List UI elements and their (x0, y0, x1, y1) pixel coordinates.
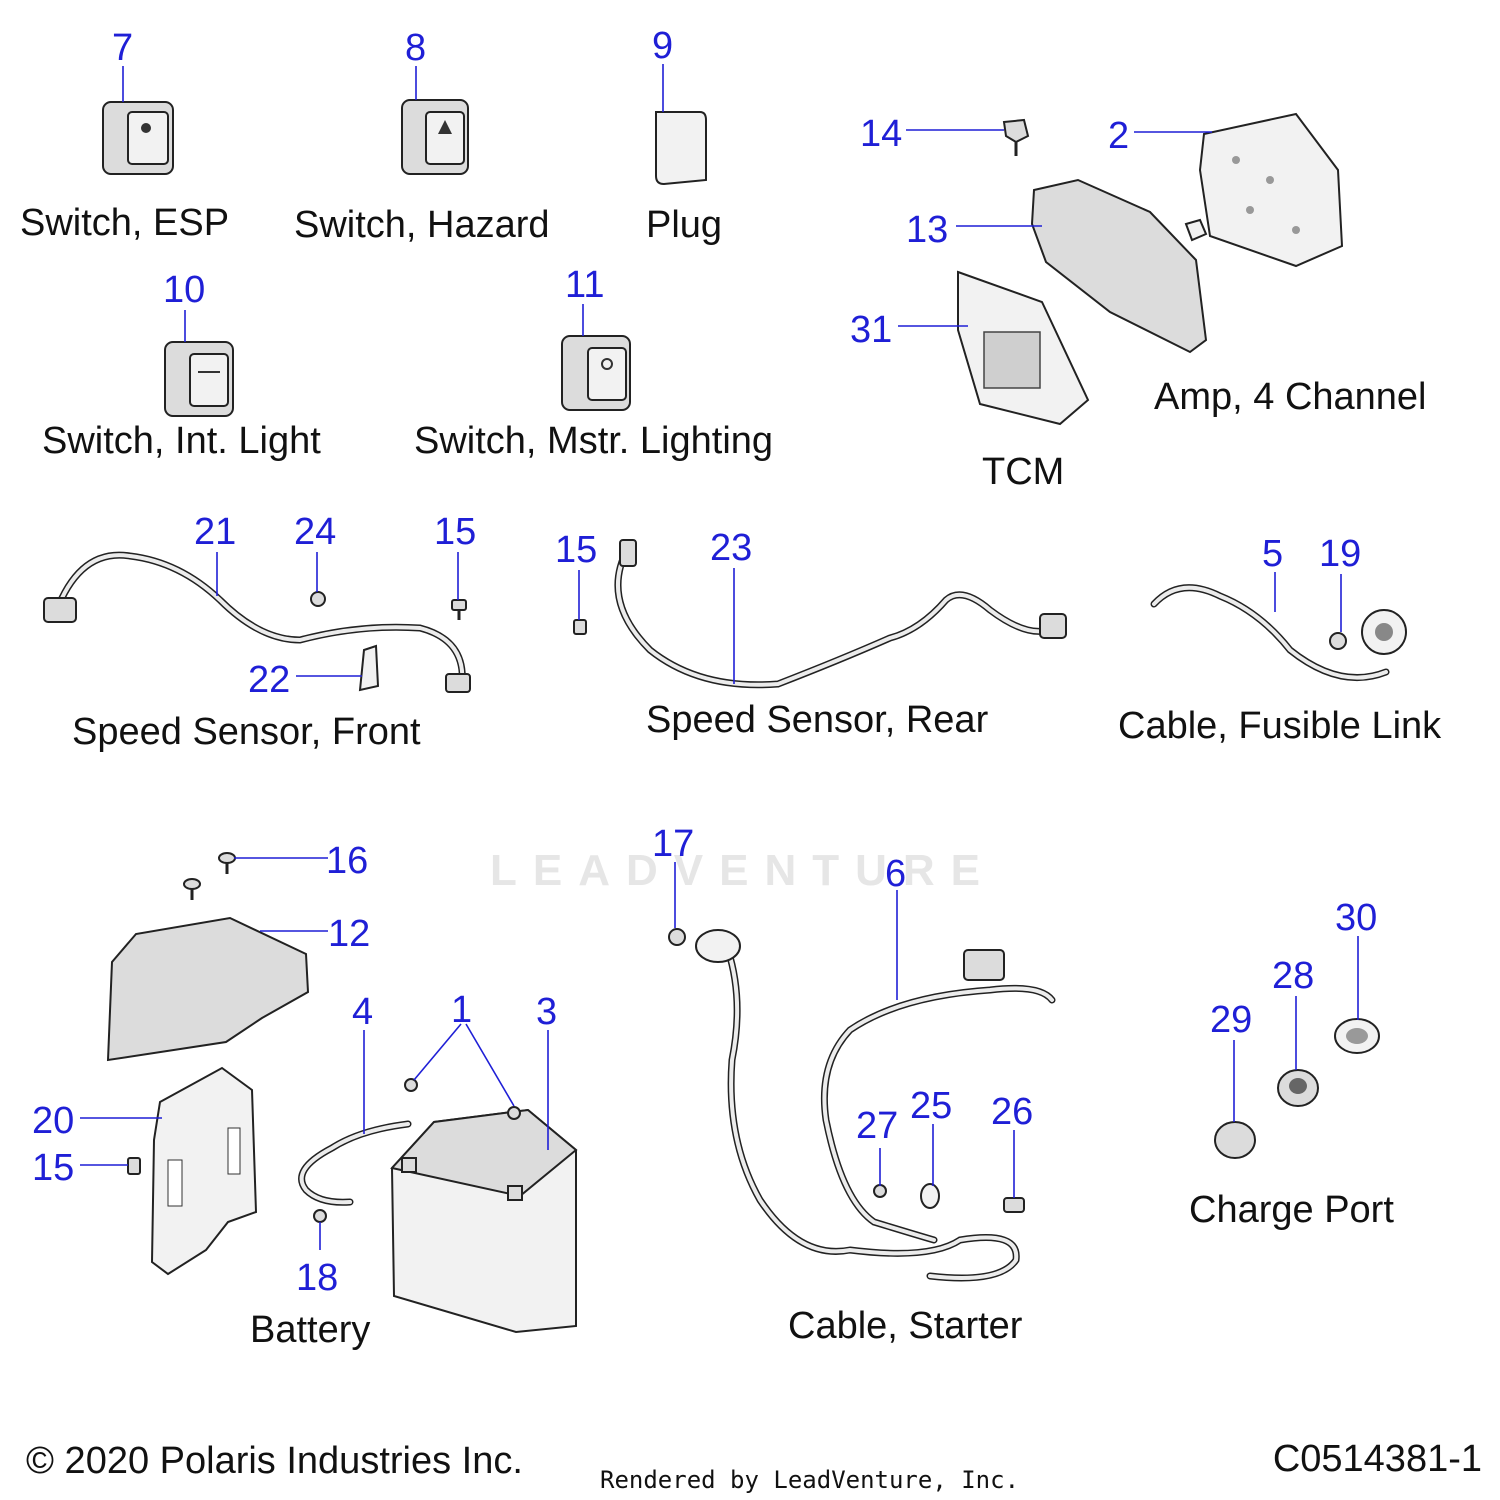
screw-24-part[interactable] (310, 591, 326, 607)
rendered-by-text: Rendered by LeadVenture, Inc. (600, 1466, 1020, 1494)
switch-hazard-part[interactable] (401, 99, 469, 175)
speed-sensor-front-part[interactable] (43, 551, 471, 693)
cable-fusible-link-part[interactable] (1150, 584, 1407, 682)
label-switch-mstr-lighting: Switch, Mstr. Lighting (414, 420, 773, 462)
socket-28-part[interactable] (1277, 1069, 1319, 1107)
copyright-text: © 2020 Polaris Industries Inc. (26, 1440, 523, 1482)
callout-15-battery: 15 (32, 1147, 74, 1189)
speed-sensor-rear-part[interactable] (614, 539, 1067, 689)
callout-18: 18 (296, 1257, 338, 1299)
diagram-code: C0514381-1 (1272, 1438, 1482, 1480)
callout-10: 10 (163, 269, 205, 311)
watermark: LEADVENTURE (490, 846, 997, 895)
bolt-1-part[interactable] (404, 1078, 521, 1120)
cap-29-part[interactable] (1214, 1121, 1256, 1159)
label-speed-sensor-front: Speed Sensor, Front (72, 711, 421, 753)
callout-4: 4 (352, 991, 373, 1033)
switch-mstr-lighting-part[interactable] (561, 335, 631, 411)
label-charge-port: Charge Port (1189, 1189, 1394, 1231)
callout-11: 11 (565, 264, 604, 306)
bolt-15-rear-part[interactable] (573, 619, 587, 635)
label-plug: Plug (646, 204, 722, 246)
callout-3: 3 (536, 991, 557, 1033)
label-cable-starter: Cable, Starter (788, 1305, 1023, 1347)
callout-9: 9 (652, 25, 673, 67)
callout-20: 20 (32, 1100, 74, 1142)
screw-16-part[interactable] (183, 852, 236, 900)
label-battery: Battery (250, 1309, 370, 1351)
battery-cable-4-part[interactable] (298, 1120, 412, 1206)
bolt-15-battery-part[interactable] (127, 1157, 141, 1175)
callout-26: 26 (991, 1091, 1033, 1133)
battery-3-part[interactable] (390, 1108, 578, 1334)
callout-14: 14 (860, 113, 902, 155)
callout-5: 5 (1262, 533, 1283, 575)
bracket-22-part[interactable] (358, 644, 380, 692)
tcm-part[interactable] (957, 270, 1090, 426)
label-cable-fusible-link: Cable, Fusible Link (1118, 705, 1442, 747)
callout-2: 2 (1108, 115, 1129, 157)
bolt-14-part[interactable] (1002, 118, 1030, 156)
callout-6: 6 (885, 853, 906, 895)
callout-16: 16 (326, 840, 368, 882)
bracket-13-part[interactable] (1030, 178, 1208, 354)
clamp-25-part[interactable] (920, 1183, 940, 1209)
callout-17: 17 (652, 823, 694, 865)
callout-25: 25 (910, 1085, 952, 1127)
label-amp-4-channel: Amp, 4 Channel (1154, 376, 1427, 418)
plug-part[interactable] (655, 111, 707, 186)
callout-7: 7 (112, 27, 133, 69)
nut-17-part[interactable] (668, 928, 686, 946)
nut-19-part[interactable] (1329, 632, 1347, 650)
switch-int-light-part[interactable] (164, 341, 234, 417)
battery-cover-12-part[interactable] (106, 916, 310, 1062)
callout-30: 30 (1335, 897, 1377, 939)
callout-29: 29 (1210, 999, 1252, 1041)
callout-1: 1 (451, 989, 472, 1031)
callout-28: 28 (1272, 955, 1314, 997)
callout-15-front: 15 (434, 511, 476, 553)
battery-bracket-20-part[interactable] (150, 1066, 258, 1276)
label-tcm: TCM (982, 451, 1064, 493)
callout-27: 27 (856, 1105, 898, 1147)
switch-esp-part[interactable] (102, 101, 174, 175)
callout-19: 19 (1319, 533, 1361, 575)
label-switch-int-light: Switch, Int. Light (42, 420, 321, 462)
callout-24: 24 (294, 511, 336, 553)
callout-22: 22 (248, 659, 290, 701)
callout-15-rear: 15 (555, 529, 597, 571)
amp-4-channel-part[interactable] (1198, 112, 1344, 268)
callout-13: 13 (906, 209, 948, 251)
terminal-26-part[interactable] (1003, 1197, 1025, 1213)
callout-21: 21 (194, 511, 236, 553)
nut-18-part[interactable] (313, 1209, 327, 1223)
callout-8: 8 (405, 27, 426, 69)
label-switch-hazard: Switch, Hazard (294, 204, 550, 246)
callout-23: 23 (710, 527, 752, 569)
callout-31: 31 (850, 309, 892, 351)
callout-12: 12 (328, 913, 370, 955)
label-switch-esp: Switch, ESP (20, 202, 229, 244)
screw-27-part[interactable] (873, 1184, 887, 1198)
label-speed-sensor-rear: Speed Sensor, Rear (646, 699, 989, 741)
ring-30-part[interactable] (1334, 1018, 1380, 1054)
cable-starter-6-part[interactable] (695, 929, 1056, 1282)
bolt-15-front-part[interactable] (451, 599, 467, 620)
